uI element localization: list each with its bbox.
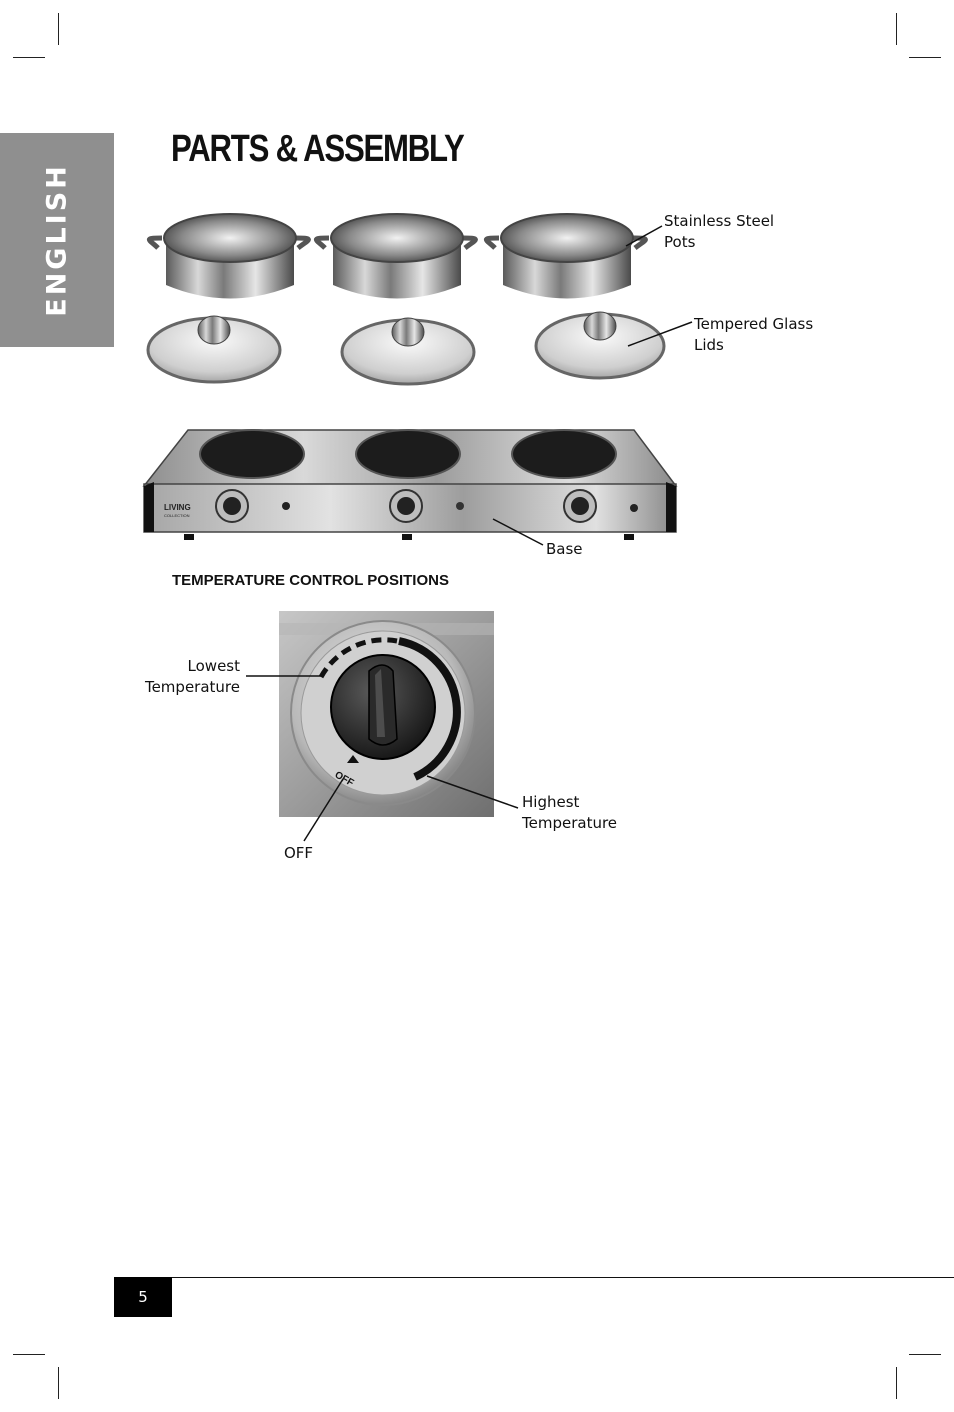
crop-mark [896, 13, 897, 45]
crop-mark [896, 1367, 897, 1399]
lowest-temperature-label: Lowest Temperature [142, 656, 240, 698]
lids-label: Tempered Glass Lids [694, 314, 813, 356]
crop-mark [58, 13, 59, 45]
glass-lid [340, 317, 476, 386]
base-label: Base [546, 540, 583, 558]
language-tab: ENGLISH [0, 133, 114, 347]
off-label: OFF [284, 844, 314, 862]
pot [314, 213, 478, 299]
pots-leader-line [625, 225, 663, 247]
pots-and-lids-illustration [146, 213, 666, 386]
brand-mark: LIVING [164, 503, 191, 512]
crop-mark [13, 57, 45, 58]
highest-label-line1: Highest [522, 793, 580, 811]
lowest-label-line2: Temperature [144, 678, 240, 696]
temperature-section-heading: TEMPERATURE CONTROL POSITIONS [172, 572, 449, 589]
footer-rule [114, 1277, 954, 1278]
pots-label-line1: Stainless Steel [664, 212, 775, 230]
crop-mark [909, 57, 941, 58]
crop-mark [13, 1354, 45, 1355]
pots-label: Stainless Steel Pots [664, 211, 774, 253]
pot [147, 213, 311, 299]
pots-label-line2: Pots [664, 233, 696, 251]
glass-lid [146, 315, 282, 384]
page-title: PARTS & ASSEMBLY [171, 128, 465, 170]
lids-leader-line [627, 321, 693, 347]
knob-illustration: OFF [279, 611, 494, 817]
crop-mark [909, 1354, 941, 1355]
glass-lid [534, 311, 666, 380]
leader-lines [246, 225, 693, 842]
page-number: 5 [114, 1277, 172, 1317]
base-illustration: LIVING COLLECTION [142, 429, 678, 540]
highest-label-line2: Temperature [522, 814, 618, 832]
base-leader-line [492, 518, 544, 546]
lowest-label-line1: Lowest [187, 657, 240, 675]
pot [484, 213, 648, 299]
lids-label-line2: Lids [694, 336, 724, 354]
lids-label-line1: Tempered Glass [694, 315, 814, 333]
highest-leader-line [426, 775, 519, 809]
crop-mark [58, 1367, 59, 1399]
off-leader-line [303, 778, 344, 842]
brand-mark-sub: COLLECTION [164, 513, 190, 518]
highest-temperature-label: Highest Temperature [522, 792, 617, 834]
